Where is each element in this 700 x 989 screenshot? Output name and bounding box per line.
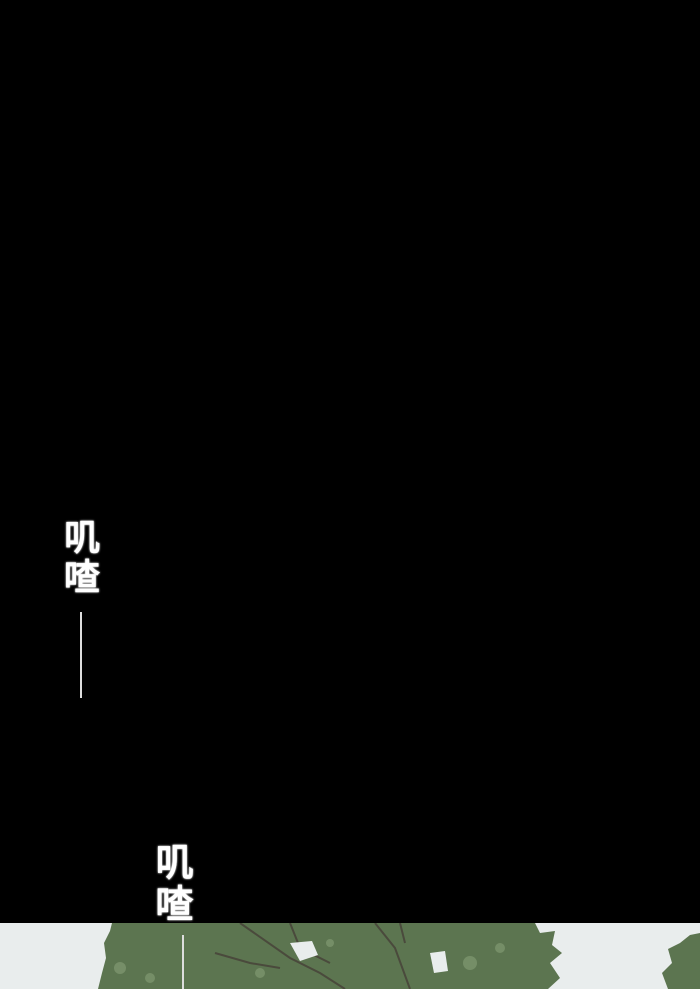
sky-gap [290,941,318,961]
tree-foliage [98,923,562,989]
sound-trail-line [80,612,82,698]
tree-scene-illustration [0,923,700,989]
tree-foliage-right [662,933,700,989]
sound-effect-text: 叽喳 [149,842,193,926]
sky-gap [430,951,448,973]
branches [214,923,411,989]
light-dapples [114,939,505,983]
sound-effect-text: 叽喳 [58,518,99,598]
sound-trail-line [182,935,184,989]
